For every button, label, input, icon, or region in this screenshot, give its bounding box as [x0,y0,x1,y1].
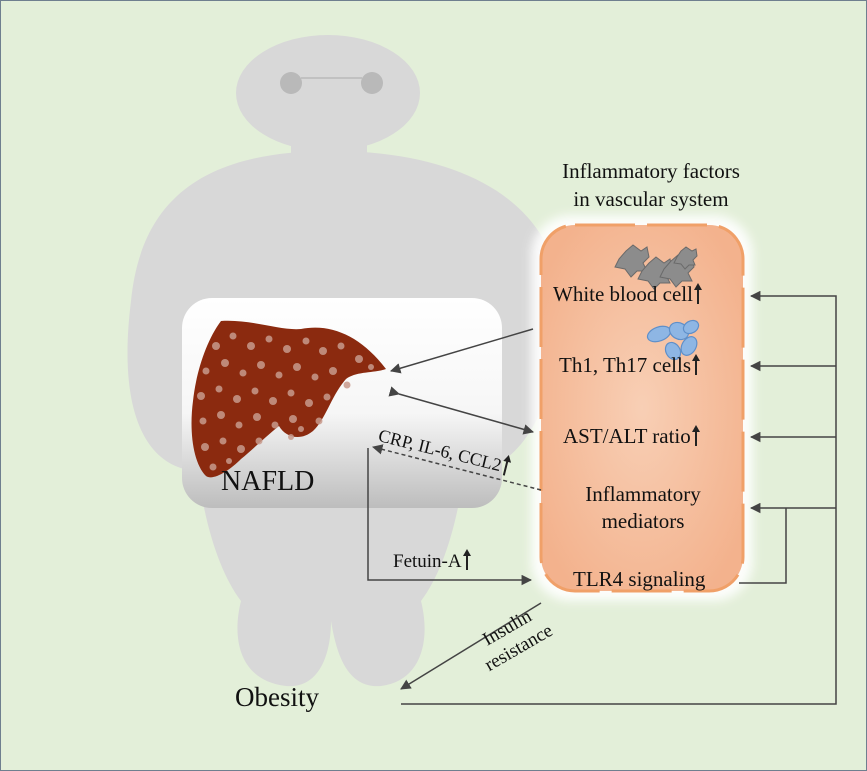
th-cells-label: Th1, Th17 cells [559,353,692,377]
wbc-label: White blood cell [553,282,693,306]
nafld-label: NAFLD [221,466,315,497]
obesity-feedback-arrow [401,290,837,705]
ast-alt-item: AST/ALT ratio [563,424,701,448]
increase-arrow-icon [691,425,701,446]
wbc-item: White blood cell [553,282,703,306]
fetuin-label: Fetuin-A [393,551,462,572]
tlr4-to-mediators-arrow [739,508,787,584]
increase-arrow-icon [692,354,701,375]
th-cells-item: Th1, Th17 cells [559,353,701,377]
tlr4-label: TLR4 signaling [573,567,706,591]
vascular-header-line2: in vascular system [573,187,729,211]
mediators-item: Inflammatory mediators [585,481,700,535]
mediators-line1: Inflammatory [585,482,701,506]
mediators-line2: mediators [601,509,685,533]
ast-alt-label: AST/ALT ratio [563,424,691,448]
liver-to-tlr4-arrow [367,448,533,586]
obesity-label: Obesity [235,682,319,712]
liver-illustration [191,320,386,478]
vascular-header-line1: Inflammatory factors [562,159,740,183]
vascular-header: Inflammatory factors in vascular system [562,157,740,213]
t-cell-icon [646,319,700,361]
white-blood-cell-icon [614,244,698,290]
increase-arrow-icon [462,549,472,570]
wbc-to-liver-arrow [389,328,534,374]
liver-ast-bidirectional-arrow [388,386,535,435]
tlr4-to-obesity-arrow [400,602,542,690]
vascular-vessel [531,215,753,601]
mediators-to-liver-dashed-arrow [371,444,542,491]
connector-arrows [367,290,837,705]
increase-arrow-icon [693,283,703,304]
fetuin-item: Fetuin-A [393,549,472,573]
